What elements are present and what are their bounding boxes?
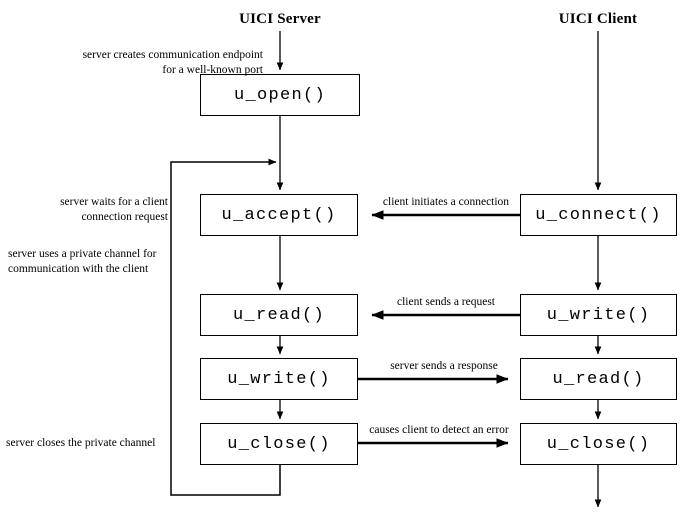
client-step-u-connect[interactable]: u_connect() <box>520 194 677 236</box>
client-step-u-read[interactable]: u_read() <box>520 358 677 400</box>
client-step-u-write[interactable]: u_write() <box>520 294 677 336</box>
label-server-sends-response: server sends a response <box>390 360 498 372</box>
annotation-server-private-channel: server uses a private channel for commun… <box>8 247 170 277</box>
annotation-server-closes-channel: server closes the private channel <box>6 436 172 451</box>
annotation-server-waits-for-client: server waits for a client connection req… <box>20 195 168 225</box>
server-step-u-write[interactable]: u_write() <box>200 358 358 400</box>
client-step-u-close[interactable]: u_close() <box>520 423 677 465</box>
annotation-line-1: server closes the private channel <box>6 437 156 449</box>
column-title-client: UICI Client <box>558 11 638 27</box>
server-step-u-read[interactable]: u_read() <box>200 294 358 336</box>
annotation-line-2: communication with the client <box>8 263 149 275</box>
server-step-u-open[interactable]: u_open() <box>200 74 360 116</box>
label-client-initiates-connection: client initiates a connection <box>382 196 510 208</box>
annotation-line-2: for a well-known port <box>162 64 263 76</box>
annotation-line-1: server creates communication endpoint <box>82 49 263 61</box>
annotation-line-1: server uses a private channel for <box>8 248 157 260</box>
server-step-u-close[interactable]: u_close() <box>200 423 358 465</box>
server-step-u-accept[interactable]: u_accept() <box>200 194 358 236</box>
annotation-line-1: server waits for a client <box>60 196 168 208</box>
column-title-server: UICI Server <box>239 11 321 27</box>
annotation-line-2: connection request <box>81 211 168 223</box>
label-client-sends-request: client sends a request <box>396 296 496 308</box>
label-causes-client-detect-error: causes client to detect an error <box>369 424 509 436</box>
annotation-server-creates-endpoint: server creates communication endpoint fo… <box>30 48 263 78</box>
message-arrows <box>358 210 520 448</box>
